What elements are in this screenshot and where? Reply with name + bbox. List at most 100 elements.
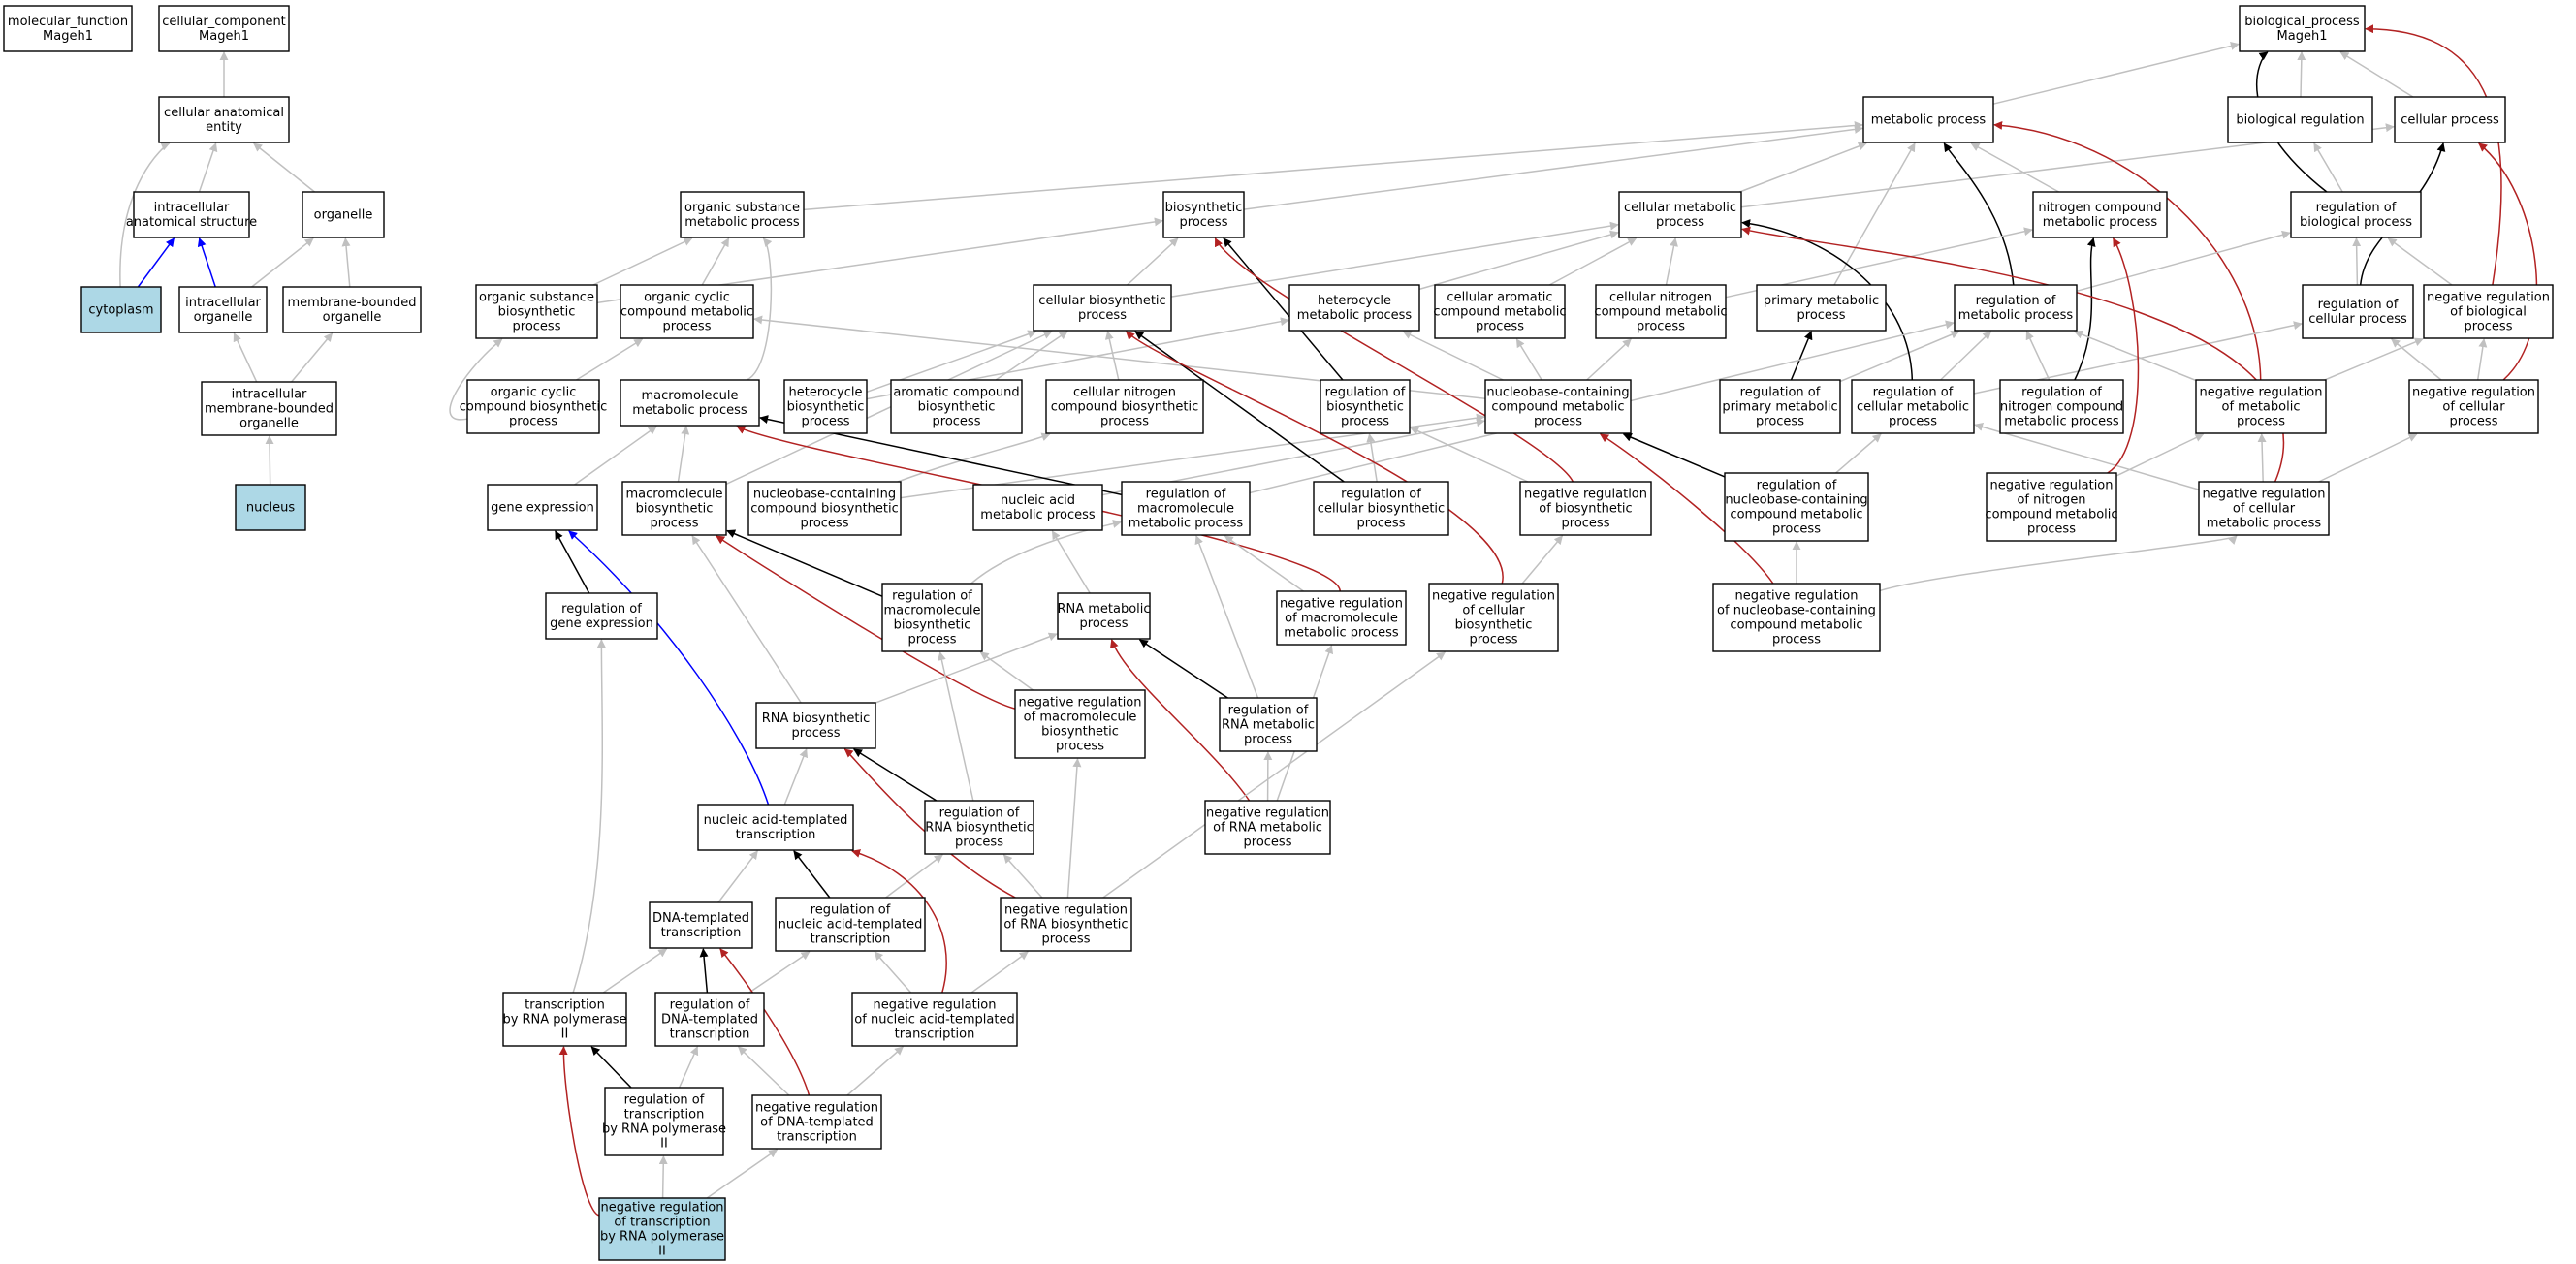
node-box xyxy=(1219,697,1318,752)
node-label-line: regulation of xyxy=(1228,704,1309,718)
node-label-line: of nucleobase-containing xyxy=(1717,604,1876,618)
node-label-line: II xyxy=(660,1137,668,1152)
edge-negatively-regulates-negregbp-to-bp xyxy=(2365,24,2502,286)
edge-regulates-regbp-to-bp xyxy=(2255,51,2328,193)
node-cellproc[interactable]: cellular process xyxy=(2394,96,2506,143)
node-cytoplasm[interactable]: cytoplasm xyxy=(80,286,162,333)
edge-is-a-regppmp-to-regmp xyxy=(1839,330,1960,383)
edge-is-a-negregcp-to-regcp xyxy=(2391,338,2442,381)
node-label-line: Mageh1 xyxy=(2277,29,2328,44)
node-label-line: of macromolecule xyxy=(1024,711,1137,725)
node-bioreg[interactable]: biological regulation xyxy=(2227,96,2373,143)
edge-negatively-regulates-negregrnamp-to-rnamp xyxy=(1109,639,1251,802)
node-label-line: process xyxy=(1080,616,1129,631)
node-label-line: process xyxy=(513,320,561,334)
node-label-line: membrane-bounded xyxy=(287,296,416,310)
node-label-line: cellular anatomical xyxy=(164,106,284,120)
node-box xyxy=(2195,379,2327,434)
node-regnccmp[interactable]: regulation ofnucleobase-containingcompou… xyxy=(1724,472,1869,542)
node-box xyxy=(890,379,1023,434)
node-label-line: II xyxy=(561,1027,569,1042)
node-organelle[interactable]: organelle xyxy=(302,191,385,238)
edge-is-a-negregdtt-to-negregnatt xyxy=(846,1046,904,1096)
node-label-line: of nitrogen xyxy=(2017,493,2085,508)
node-label-line: compound metabolic xyxy=(1594,305,1727,320)
node-metab[interactable]: metabolic process xyxy=(1862,96,1994,143)
node-label-line: regulation of xyxy=(2318,298,2399,312)
node-geneexp[interactable]: gene expression xyxy=(487,484,598,531)
node-label-line: cellular aromatic xyxy=(1447,291,1552,305)
node-label-line: primary metabolic xyxy=(1764,294,1879,308)
node-label-line: biosynthetic xyxy=(498,305,576,320)
edge-is-a-negregrnabp-to-negregmbp xyxy=(1066,758,1082,899)
node-label-line: nitrogen compound xyxy=(2038,201,2161,215)
node-regmbp[interactable]: regulation ofmacromoleculebiosyntheticpr… xyxy=(881,583,983,652)
node-label-line: process xyxy=(2450,415,2498,429)
node-nucleus[interactable]: nucleus xyxy=(235,484,306,531)
